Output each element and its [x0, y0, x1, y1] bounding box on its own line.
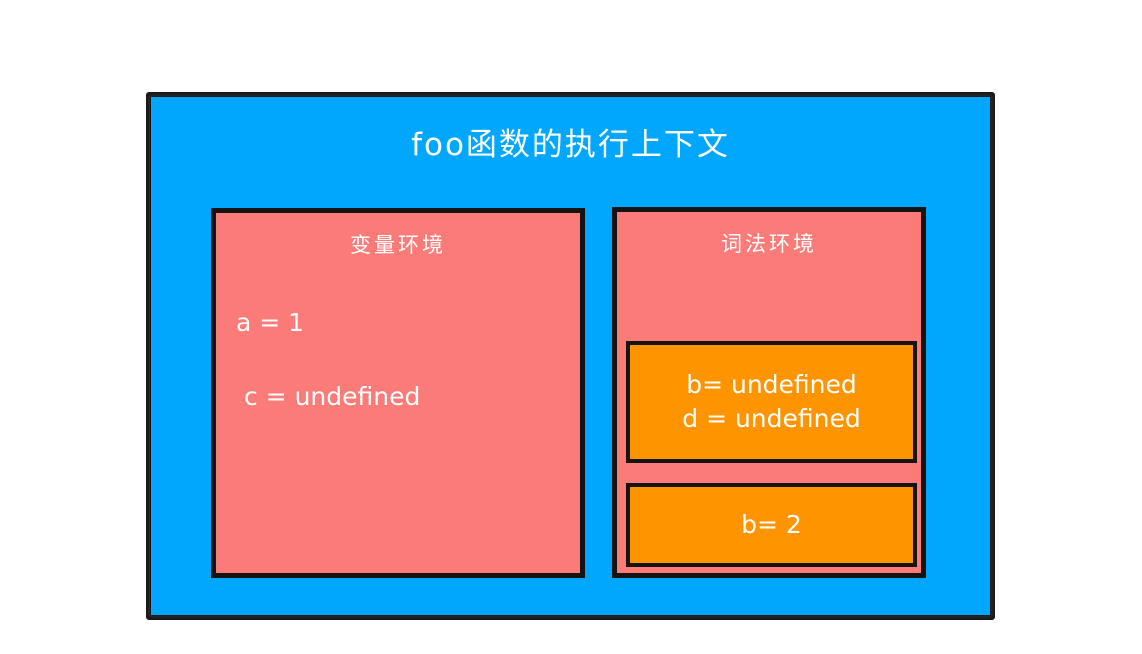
execution-context-title: foo函数的执行上下文	[411, 127, 730, 163]
lexical-environment-title: 词法环境	[721, 232, 817, 256]
lexical-environment-panel: 词法环境 b= undefined d = undefined b= 2	[612, 207, 926, 578]
variable-entry-a: a = 1	[236, 308, 305, 337]
variable-environment-title: 变量环境	[350, 233, 446, 257]
lexical-binding-d-undefined: d = undefined	[682, 404, 861, 433]
lexical-binding-block-assigned: b= 2	[626, 483, 917, 567]
variable-environment-entries: a = 1 c = undefined	[236, 309, 566, 456]
execution-context-box: foo函数的执行上下文 变量环境 a = 1 c = undefined 词法环…	[146, 92, 995, 620]
variable-environment-panel: 变量环境 a = 1 c = undefined	[211, 208, 585, 578]
variable-entry-c: c = undefined	[244, 381, 421, 411]
lexical-binding-block-undefined: b= undefined d = undefined	[626, 341, 917, 463]
lexical-binding-b-undefined: b= undefined	[686, 370, 857, 400]
lexical-binding-b-assigned: b= 2	[741, 510, 802, 540]
